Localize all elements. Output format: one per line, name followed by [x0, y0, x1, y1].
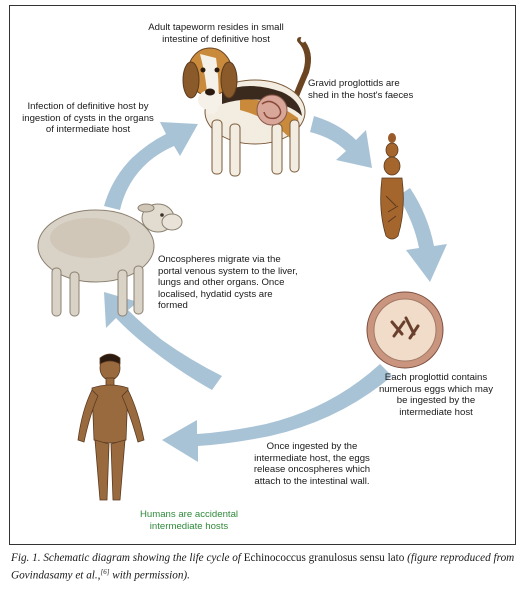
- human-illustration: [77, 353, 145, 501]
- arrow-human-to-sheep: [104, 292, 222, 390]
- adult-tapeworm-label: Adult tapeworm resides in small intestin…: [148, 22, 284, 45]
- cycle-arrows: [104, 116, 447, 462]
- caption-reference: [6]: [100, 568, 110, 576]
- gravid-proglottids-label: Gravid proglottids are shed in the host'…: [308, 78, 414, 101]
- proglottid-illustration: [380, 133, 404, 240]
- dog-illustration: [182, 29, 311, 177]
- arrow-egg-to-human: [162, 364, 392, 462]
- eggs-ingested-label: Once ingested by the intermediate host, …: [253, 441, 371, 487]
- infection-definitive-host-label: Infection of definitive host by ingestio…: [22, 101, 154, 135]
- sheep-illustration: [37, 203, 183, 317]
- caption-middle: (figure reproduced from Govindasamy et a…: [11, 552, 515, 582]
- humans-accidental-hosts-label: Humans are accidental intermediate hosts: [139, 509, 239, 532]
- proglottid-eggs-label: Each proglottid contains numerous eggs w…: [378, 372, 494, 418]
- egg-illustration: [366, 291, 444, 369]
- caption-species: Echinococcus granulosus sensu lato: [243, 552, 405, 564]
- arrow-dog-to-proglottid: [310, 116, 372, 168]
- arrow-sheep-to-dog: [104, 122, 198, 210]
- caption-suffix: with permission).: [109, 569, 190, 582]
- figure-caption: Fig. 1. Schematic diagram showing the li…: [11, 551, 516, 583]
- oncospheres-migrate-label: Oncospheres migrate via the portal venou…: [158, 254, 298, 311]
- caption-prefix: Fig. 1. Schematic diagram showing the li…: [11, 552, 244, 564]
- arrow-proglottid-to-egg: [398, 188, 447, 282]
